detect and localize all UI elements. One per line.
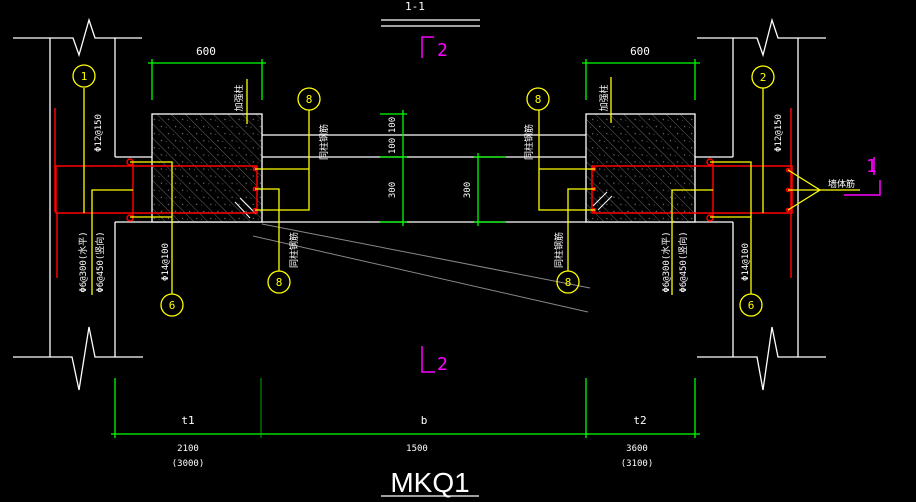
svg-text:1500: 1500 bbox=[406, 444, 428, 454]
callout-right-bottom-bar: 8 bbox=[556, 270, 580, 294]
svg-text:100: 100 bbox=[388, 138, 398, 154]
svg-text:8: 8 bbox=[276, 276, 283, 289]
svg-text:600: 600 bbox=[630, 45, 650, 58]
svg-text:8: 8 bbox=[306, 93, 313, 106]
label-left-horizontal: Φ6@300(水平) bbox=[77, 231, 89, 292]
callout-left-top-bar: 8 bbox=[297, 87, 321, 111]
section-mark-right: 1 bbox=[844, 156, 881, 196]
label-same-column-bar-4: 同柱钢筋 bbox=[553, 232, 565, 268]
callout-right-top-bar: 8 bbox=[526, 87, 550, 111]
svg-text:2: 2 bbox=[760, 71, 767, 84]
svg-text:6: 6 bbox=[748, 299, 755, 312]
label-right-stirrup: Φ14@100 bbox=[741, 243, 751, 281]
section-mark-top: 2 bbox=[421, 36, 448, 61]
label-same-column-bar-3: 同柱钢筋 bbox=[523, 124, 535, 160]
label-right-vertical: Φ6@450(竖向) bbox=[677, 231, 689, 292]
title-underline bbox=[381, 19, 480, 27]
svg-text:(3100): (3100) bbox=[621, 459, 654, 469]
svg-text:2: 2 bbox=[437, 354, 448, 375]
label-right-column-note: 加强柱 bbox=[598, 84, 610, 111]
right-wall bbox=[697, 17, 826, 391]
section-title: 1-1 bbox=[405, 0, 425, 13]
dim-bottom: t1 b t2 2100 (3000) 1500 3600 (3100) bbox=[111, 378, 700, 469]
drawing-name: MKQ1 bbox=[390, 467, 469, 498]
svg-text:8: 8 bbox=[535, 93, 542, 106]
label-right-vertical-bar: Φ12@150 bbox=[774, 114, 784, 152]
svg-text:t2: t2 bbox=[633, 414, 646, 427]
label-same-column-bar-2: 同柱钢筋 bbox=[288, 232, 300, 268]
svg-text:6: 6 bbox=[169, 299, 176, 312]
callout-left-bottom-bar: 8 bbox=[267, 270, 291, 294]
dim-right-column: 600 bbox=[582, 45, 700, 100]
callout-left-wall: 1 bbox=[72, 64, 96, 88]
svg-text:300: 300 bbox=[388, 182, 398, 198]
svg-text:8: 8 bbox=[565, 276, 572, 289]
svg-text:2100: 2100 bbox=[177, 444, 199, 454]
svg-text:b: b bbox=[421, 414, 428, 427]
left-wall bbox=[13, 17, 143, 391]
svg-text:600: 600 bbox=[196, 45, 216, 58]
callout-left-stirrup: 6 bbox=[160, 293, 184, 317]
svg-text:300: 300 bbox=[463, 182, 473, 198]
svg-text:1: 1 bbox=[81, 70, 88, 83]
dim-left-column: 600 bbox=[148, 45, 266, 100]
label-same-column-bar-1: 同柱钢筋 bbox=[318, 124, 330, 160]
callout-right-stirrup: 6 bbox=[739, 293, 763, 317]
svg-text:t1: t1 bbox=[181, 414, 194, 427]
svg-text:100: 100 bbox=[388, 117, 398, 133]
svg-text:1: 1 bbox=[866, 156, 877, 177]
section-mark-bottom: 2 bbox=[421, 346, 448, 375]
svg-text:(3000): (3000) bbox=[172, 459, 205, 469]
left-column-hatch bbox=[151, 113, 263, 223]
svg-text:3600: 3600 bbox=[626, 444, 648, 454]
callout-right-wall: 2 bbox=[751, 65, 775, 89]
label-left-vertical: Φ6@450(竖向) bbox=[94, 231, 106, 292]
label-left-stirrup: Φ14@100 bbox=[161, 243, 171, 281]
label-wall-bar: 墙体筋 bbox=[828, 178, 855, 190]
label-left-column-note: 加强柱 bbox=[233, 84, 245, 111]
label-left-vertical-bar: Φ12@150 bbox=[94, 114, 104, 152]
dim-vertical-heights: 100 100 300 300 bbox=[380, 110, 506, 226]
label-right-horizontal: Φ6@300(水平) bbox=[660, 231, 672, 292]
leaders bbox=[83, 77, 860, 295]
svg-text:2: 2 bbox=[437, 40, 448, 61]
slope-lines bbox=[234, 191, 613, 313]
